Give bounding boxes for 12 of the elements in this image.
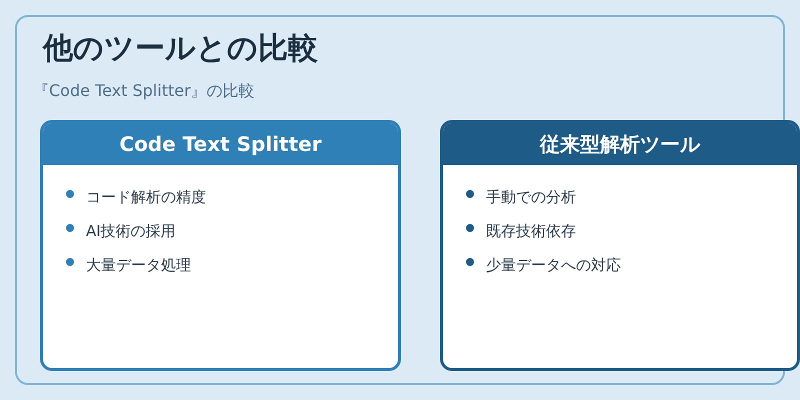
list-item: 既存技術依存: [486, 221, 576, 242]
list-item: 少量データへの対応: [486, 255, 621, 276]
card-header: 従来型解析ツール: [443, 123, 797, 165]
list-item: コード解析の精度: [86, 187, 206, 208]
list-item: 大量データ処理: [86, 255, 191, 276]
title: 他のツールとの比較: [43, 30, 318, 68]
card: [440, 120, 800, 371]
card-header: Code Text Splitter: [43, 123, 398, 165]
subtitle: 『Code Text Splitter』の比較: [33, 80, 255, 102]
list-item: AI技術の採用: [86, 221, 176, 242]
card: [40, 120, 401, 371]
list-item: 手動での分析: [486, 187, 576, 208]
